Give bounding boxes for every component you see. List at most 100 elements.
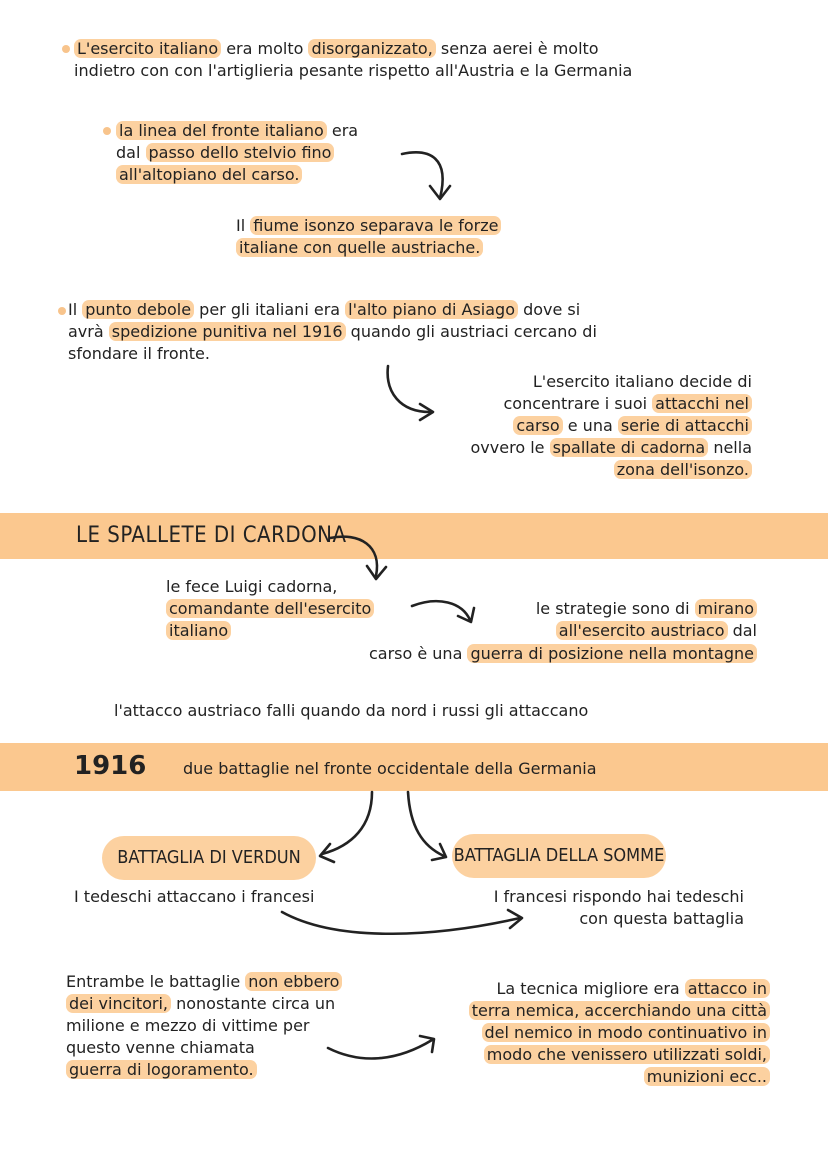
text-line: indietro con con l'artiglieria pesante r… xyxy=(74,60,632,82)
arrow-title-to-cadorna-icon xyxy=(328,535,388,581)
plain-text: Il xyxy=(68,300,83,319)
somme-pill: BATTAGLIA DELLA SOMME xyxy=(452,834,666,878)
highlighted-text: modo che venissero utilizzati soldi, xyxy=(483,1045,770,1064)
highlighted-text: guerra di logoramento. xyxy=(66,1060,257,1079)
text-line: terra nemica, accerchiando una città xyxy=(468,1000,770,1022)
highlighted-text: attacchi nel xyxy=(652,394,752,413)
plain-text: dal xyxy=(116,143,146,162)
arrow-cadorna-to-strategies-icon xyxy=(410,599,476,624)
plain-text: questo venne chiamata xyxy=(66,1038,255,1057)
highlighted-text: guerra di posizione nella montagne xyxy=(467,644,757,663)
plain-text: era xyxy=(326,121,359,140)
arrow-verdun-to-somme-icon xyxy=(280,908,524,936)
text-line: La tecnica migliore era attacco in xyxy=(496,978,770,1000)
plain-text: e una xyxy=(562,416,618,435)
highlighted-text: del nemico in modo continuativo in xyxy=(481,1023,770,1042)
plain-text: le strategie sono di xyxy=(535,599,695,618)
text-line: ovvero le spallate di cadorna nella xyxy=(471,437,752,459)
text-line: italiano xyxy=(166,620,232,642)
plain-text: dove si xyxy=(518,300,581,319)
plain-text: I francesi rispondo hai tedeschi xyxy=(493,887,744,906)
plain-text: nonostante circa un xyxy=(171,994,336,1013)
text-line: Il punto debole per gli italiani era l'a… xyxy=(68,299,580,321)
highlighted-text: zona dell'isonzo. xyxy=(613,460,752,479)
text-line: la linea del fronte italiano era xyxy=(116,120,358,142)
plain-text: sfondare il fronte. xyxy=(68,344,210,363)
highlighted-text: passo dello stelvio fino xyxy=(145,143,335,162)
text-line: carso è una guerra di posizione nella mo… xyxy=(369,643,757,665)
text-line: zona dell'isonzo. xyxy=(613,459,752,481)
text-line: Il fiume isonzo separava le forze xyxy=(236,215,502,237)
plain-text: ovvero le xyxy=(470,438,550,457)
highlighted-text: italiane con quelle austriache. xyxy=(236,238,484,257)
highlighted-text: terra nemica, accerchiando una città xyxy=(468,1001,770,1020)
text-line: le strategie sono di mirano xyxy=(536,598,757,620)
plain-text: Entrambe le battaglie xyxy=(66,972,246,991)
text-line: L'esercito italiano era molto disorganiz… xyxy=(74,38,599,60)
highlighted-text: disorganizzato, xyxy=(308,39,436,58)
section-title-cadorna: LE SPALLETE DI CARDONA xyxy=(76,523,347,548)
plain-text: nella xyxy=(708,438,752,457)
highlighted-text: spedizione punitiva nel 1916 xyxy=(108,322,346,341)
bullet-dot xyxy=(58,307,66,315)
highlighted-text: fiume isonzo separava le forze xyxy=(250,216,502,235)
plain-text: L'esercito italiano decide di xyxy=(532,372,752,391)
text-line: dal passo dello stelvio fino xyxy=(116,142,335,164)
plain-text: per gli italiani era xyxy=(194,300,346,319)
highlighted-text: italiano xyxy=(166,621,232,640)
text-line: L'esercito italiano decide di xyxy=(533,371,752,393)
text-line: concentrare i suoi attacchi nel xyxy=(503,393,752,415)
text-line: italiane con quelle austriache. xyxy=(236,237,484,259)
plain-text: milione e mezzo di vittime per xyxy=(66,1016,310,1035)
text-line: all'altopiano del carso. xyxy=(116,164,303,186)
plain-text: Il xyxy=(236,216,251,235)
section-title-1916: due battaglie nel fronte occidentale del… xyxy=(183,759,597,778)
arrow-asiago-to-carso-icon xyxy=(386,364,435,422)
bullet-dot xyxy=(62,45,70,53)
arrow-attrition-to-tactic-icon xyxy=(326,1034,436,1060)
text-line: comandante dell'esercito xyxy=(166,598,375,620)
bullet-dot xyxy=(103,127,111,135)
highlighted-text: serie di attacchi xyxy=(617,416,752,435)
section-band-cadorna xyxy=(0,513,828,559)
text-line: del nemico in modo continuativo in xyxy=(481,1022,770,1044)
highlighted-text: l'alto piano di Asiago xyxy=(345,300,518,319)
text-line: le fece Luigi cadorna, xyxy=(166,576,337,598)
highlighted-text: all'altopiano del carso. xyxy=(116,165,303,184)
arrow-band-to-verdun-icon xyxy=(318,790,374,864)
section-year: 1916 xyxy=(74,751,147,781)
text-line: con questa battaglia xyxy=(579,908,744,930)
highlighted-text: punto debole xyxy=(82,300,195,319)
highlighted-text: L'esercito italiano xyxy=(74,39,222,58)
text-line: all'esercito austriaco dal xyxy=(555,620,757,642)
text-line: modo che venissero utilizzati soldi, xyxy=(483,1044,770,1066)
highlighted-text: carso xyxy=(513,416,563,435)
text-line: guerra di logoramento. xyxy=(66,1059,257,1081)
section-band-1916 xyxy=(0,743,828,791)
text-line: Entrambe le battaglie non ebbero xyxy=(66,971,343,993)
plain-text: indietro con con l'artiglieria pesante r… xyxy=(74,61,633,80)
text-line: milione e mezzo di vittime per xyxy=(66,1015,310,1037)
plain-text: l'attacco austriaco falli quando da nord… xyxy=(114,701,589,720)
plain-text: era molto xyxy=(221,39,309,58)
highlighted-text: attacco in xyxy=(684,979,770,998)
highlighted-text: all'esercito austriaco xyxy=(555,621,728,640)
text-line: carso e una serie di attacchi xyxy=(513,415,752,437)
text-line: questo venne chiamata xyxy=(66,1037,255,1059)
text-line: avrà spedizione punitiva nel 1916 quando… xyxy=(68,321,597,343)
highlighted-text: non ebbero xyxy=(245,972,343,991)
plain-text: avrà xyxy=(68,322,109,341)
highlighted-text: munizioni ecc.. xyxy=(643,1067,770,1086)
plain-text: senza aerei è molto xyxy=(435,39,599,58)
arrow-band-to-somme-icon xyxy=(406,790,448,862)
text-line: I francesi rispondo hai tedeschi xyxy=(494,886,744,908)
verdun-pill: BATTAGLIA DI VERDUN xyxy=(102,836,316,880)
verdun-text: I tedeschi attaccano i francesi xyxy=(74,887,315,906)
highlighted-text: mirano xyxy=(694,599,757,618)
arrow-front-to-isonzo-icon xyxy=(400,151,452,201)
text-line: munizioni ecc.. xyxy=(643,1066,770,1088)
plain-text: dal xyxy=(727,621,757,640)
plain-text: La tecnica migliore era xyxy=(496,979,685,998)
text-line: dei vincitori, nonostante circa un xyxy=(66,993,335,1015)
